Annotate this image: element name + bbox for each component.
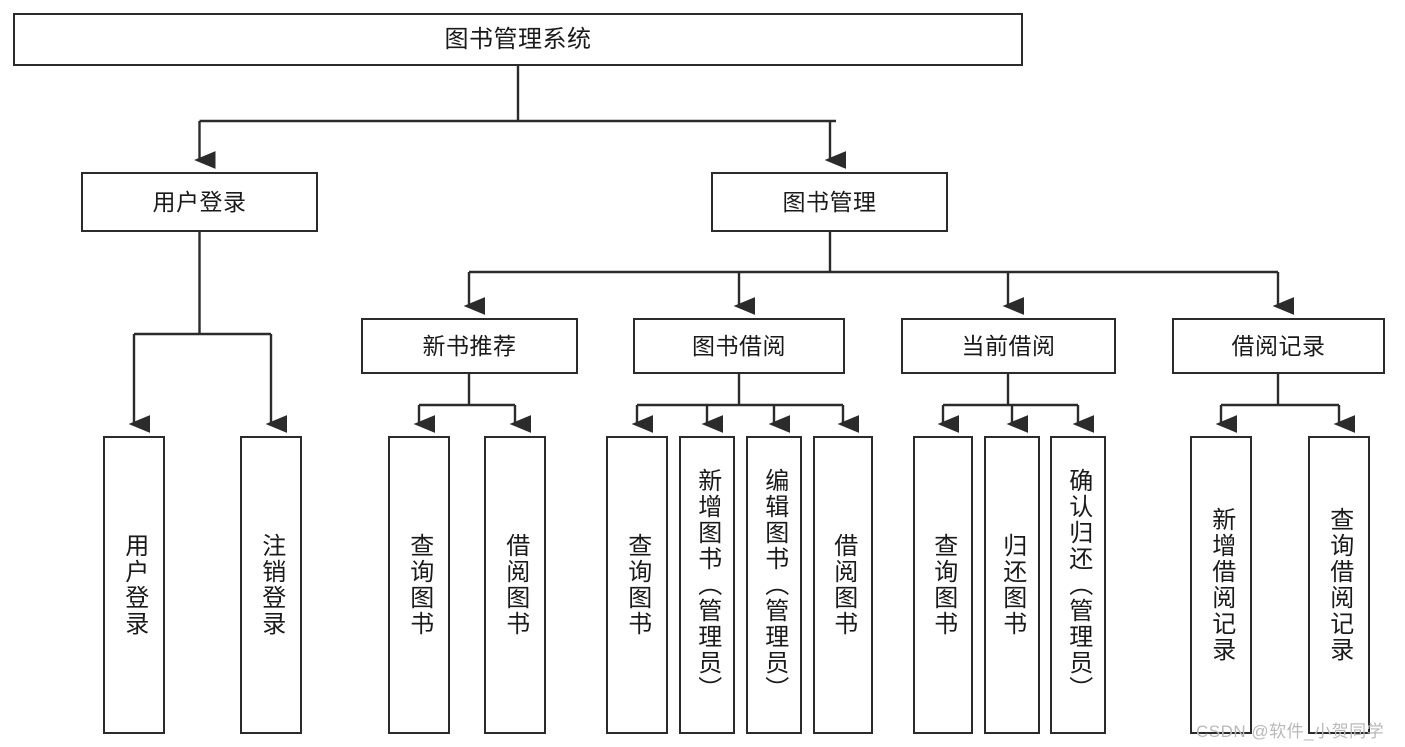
leaf-confirm-return-admin-label: 确认归还（管理员） <box>1064 468 1092 702</box>
node-book-borrow-label: 图书借阅 <box>692 332 786 359</box>
node-new-book-recommend[interactable]: 新书推荐 <box>361 318 578 374</box>
leaf-logout[interactable]: 注销登录 <box>240 436 302 734</box>
leaf-return-book[interactable]: 归还图书 <box>984 436 1040 734</box>
node-current-borrow[interactable]: 当前借阅 <box>901 318 1116 374</box>
leaf-borrow-book-nb-label: 借阅图书 <box>501 533 529 637</box>
leaf-edit-book-admin[interactable]: 编辑图书（管理员） <box>746 436 802 734</box>
node-borrow-records-label: 借阅记录 <box>1231 332 1326 359</box>
leaf-add-borrow-record-label: 新增借阅记录 <box>1207 507 1235 663</box>
leaf-confirm-return-admin[interactable]: 确认归还（管理员） <box>1050 436 1106 734</box>
node-book-management-label: 图书管理 <box>782 188 877 215</box>
leaf-query-book-cb[interactable]: 查询图书 <box>913 436 973 734</box>
node-current-borrow-label: 当前借阅 <box>961 332 1056 359</box>
leaf-user-login-label: 用户登录 <box>120 533 148 637</box>
leaf-query-book-nb-label: 查询图书 <box>405 533 433 637</box>
leaf-user-login[interactable]: 用户登录 <box>103 436 165 734</box>
leaf-query-borrow-record[interactable]: 查询借阅记录 <box>1308 436 1370 734</box>
leaf-query-book-bw[interactable]: 查询图书 <box>606 436 668 734</box>
leaf-add-book-admin[interactable]: 新增图书（管理员） <box>679 436 735 734</box>
node-borrow-records[interactable]: 借阅记录 <box>1172 318 1385 374</box>
leaf-borrow-book-bw[interactable]: 借阅图书 <box>813 436 873 734</box>
leaf-edit-book-admin-label: 编辑图书（管理员） <box>760 468 788 702</box>
node-book-borrow[interactable]: 图书借阅 <box>633 318 845 374</box>
leaf-query-book-cb-label: 查询图书 <box>929 533 957 637</box>
node-root-label: 图书管理系统 <box>444 25 592 53</box>
node-user-login[interactable]: 用户登录 <box>81 172 318 232</box>
leaf-borrow-book-nb[interactable]: 借阅图书 <box>484 436 546 734</box>
node-book-management[interactable]: 图书管理 <box>711 172 948 232</box>
leaf-return-book-label: 归还图书 <box>998 533 1026 637</box>
node-root[interactable]: 图书管理系统 <box>13 13 1023 66</box>
leaf-add-book-admin-label: 新增图书（管理员） <box>693 468 721 702</box>
leaf-query-book-bw-label: 查询图书 <box>623 533 651 637</box>
node-user-login-label: 用户登录 <box>152 188 247 215</box>
leaf-query-book-nb[interactable]: 查询图书 <box>388 436 450 734</box>
leaf-logout-label: 注销登录 <box>257 533 285 637</box>
leaf-add-borrow-record[interactable]: 新增借阅记录 <box>1190 436 1252 734</box>
leaf-query-borrow-record-label: 查询借阅记录 <box>1325 507 1353 663</box>
leaf-borrow-book-bw-label: 借阅图书 <box>829 533 857 637</box>
node-new-book-recommend-label: 新书推荐 <box>422 332 517 359</box>
